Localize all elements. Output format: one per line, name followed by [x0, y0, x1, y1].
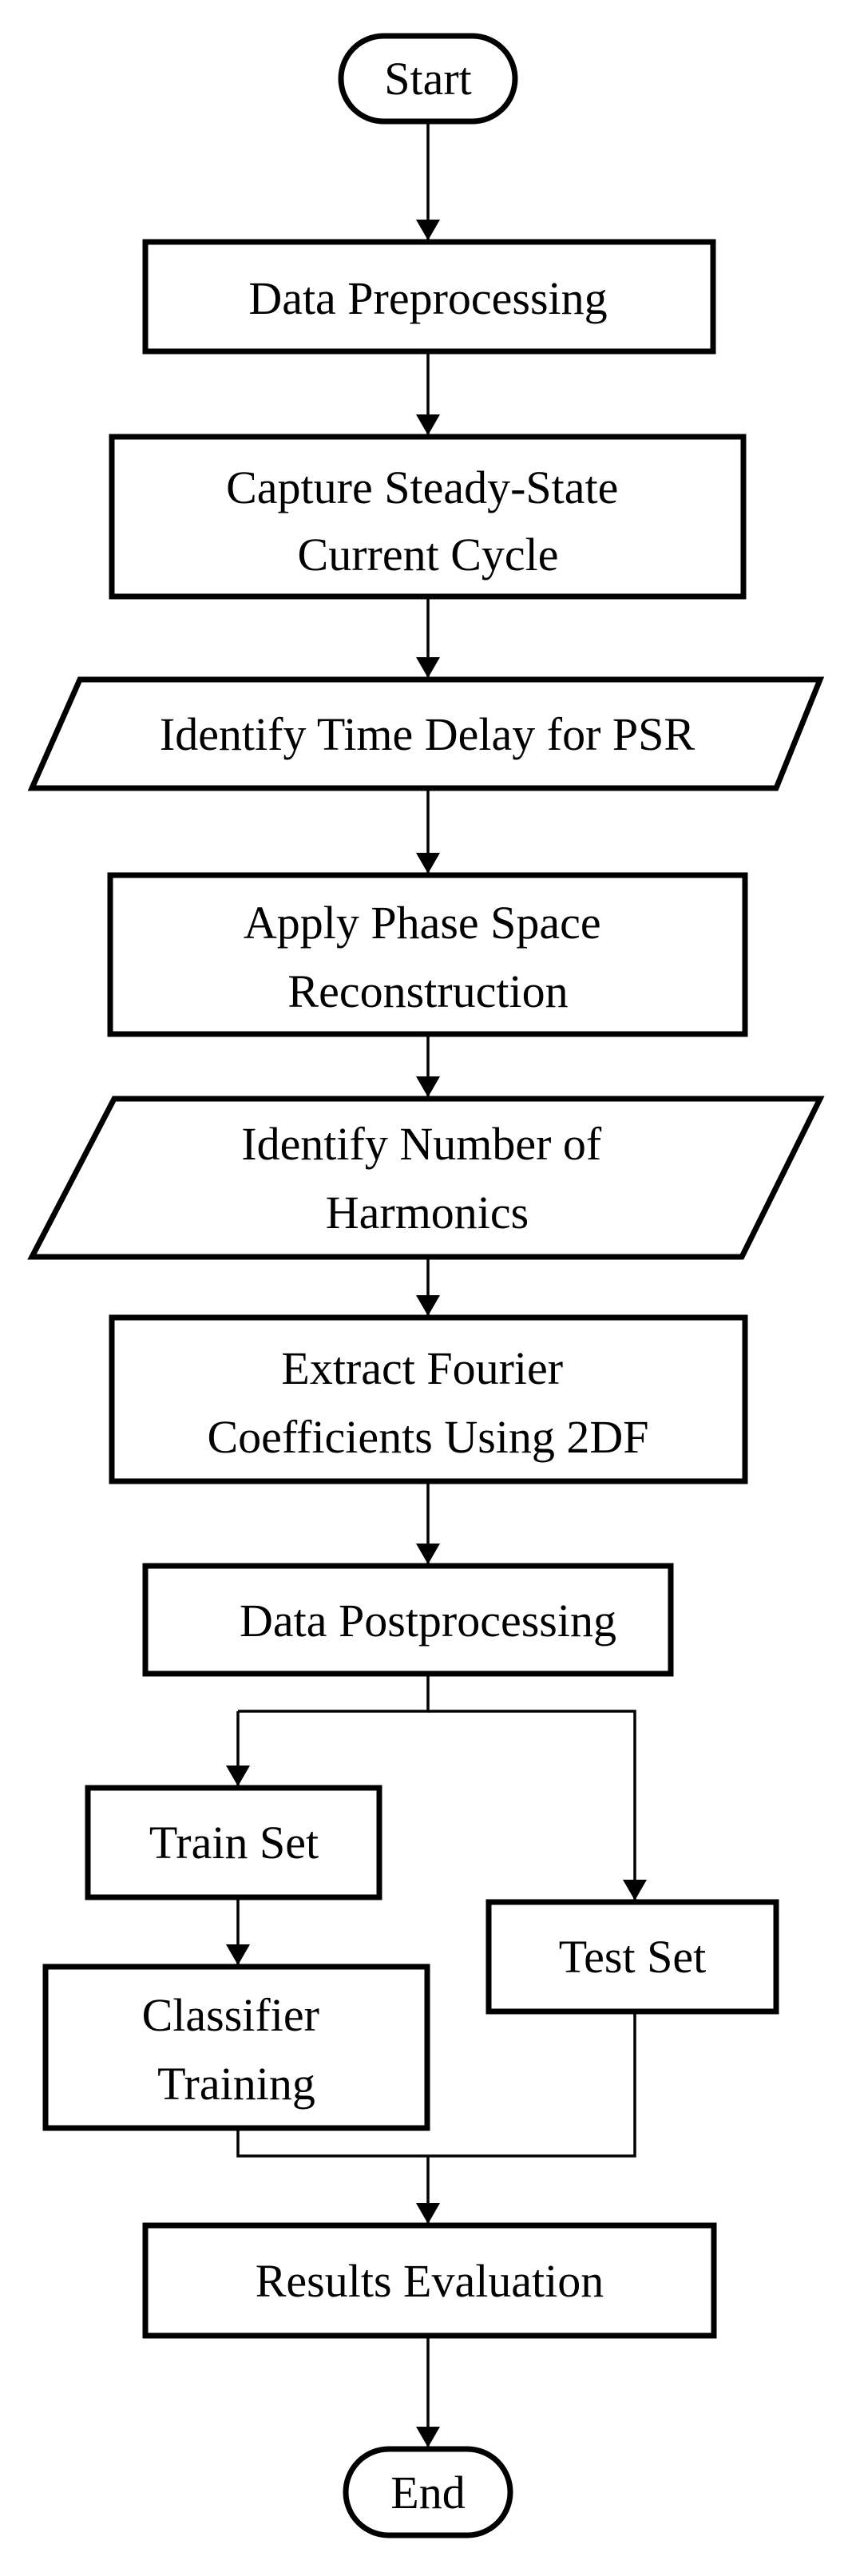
apply-psr-label: Apply Phase Space Reconstruction	[244, 897, 612, 1017]
end-label: End	[390, 2467, 465, 2519]
identify-harmonics-label: Identify Number of Harmonics	[241, 1118, 612, 1238]
extract-coefficients-node: Extract Fourier Coefficients Using 2DF	[109, 1314, 748, 1484]
apply-psr-box	[107, 872, 748, 1037]
end-terminator-shape	[343, 2446, 513, 2538]
classifier-training-node: Classifier Training	[42, 1964, 430, 2131]
classifier-training-box	[42, 1964, 430, 2131]
extract-coefficients-box	[109, 1314, 748, 1484]
data-preprocessing-label: Data Preprocessing	[248, 272, 607, 324]
data-postprocessing-node: Data Postprocessing	[142, 1563, 674, 1677]
connectors	[226, 121, 647, 2447]
data-preprocessing-box	[142, 239, 716, 355]
data-preprocessing-node: Data Preprocessing	[142, 239, 716, 355]
data-postprocessing-label: Data Postprocessing	[240, 1595, 616, 1647]
arrow-split-to-test-set	[428, 1710, 647, 1900]
capture-cycle-node: Capture Steady-State Current Cycle	[109, 434, 747, 600]
results-evaluation-label: Results Evaluation	[256, 2255, 604, 2307]
start-node: Start	[338, 33, 518, 125]
end-node: End	[343, 2446, 513, 2538]
identify-time-delay-node: Identify Time Delay for PSR	[27, 676, 825, 791]
merge-connector	[236, 2011, 636, 2158]
identify-harmonics-parallelogram	[27, 1096, 825, 1260]
test-set-box	[485, 1899, 779, 2015]
start-label: Start	[384, 53, 472, 105]
identify-time-delay-parallelogram	[27, 676, 825, 791]
test-set-label: Test Set	[559, 1931, 706, 1983]
start-terminator-shape	[338, 33, 518, 125]
results-evaluation-box	[142, 2222, 717, 2339]
classifier-training-label: Classifier Training	[142, 1989, 331, 2110]
results-evaluation-node: Results Evaluation	[142, 2222, 717, 2339]
train-set-node: Train Set	[85, 1785, 382, 1900]
extract-coefficients-label: Extract Fourier Coefficients Using 2DF	[207, 1342, 648, 1463]
data-postprocessing-box	[142, 1563, 674, 1677]
apply-psr-node: Apply Phase Space Reconstruction	[107, 872, 748, 1037]
capture-cycle-box	[109, 434, 747, 600]
capture-cycle-label: Capture Steady-State Current Cycle	[226, 462, 630, 581]
identify-time-delay-label: Identify Time Delay for PSR	[160, 708, 696, 760]
split-connector	[238, 1674, 430, 1713]
identify-harmonics-node: Identify Number of Harmonics	[27, 1096, 825, 1260]
test-set-node: Test Set	[485, 1899, 779, 2015]
train-set-box	[85, 1785, 382, 1900]
train-set-label: Train Set	[149, 1817, 319, 1869]
